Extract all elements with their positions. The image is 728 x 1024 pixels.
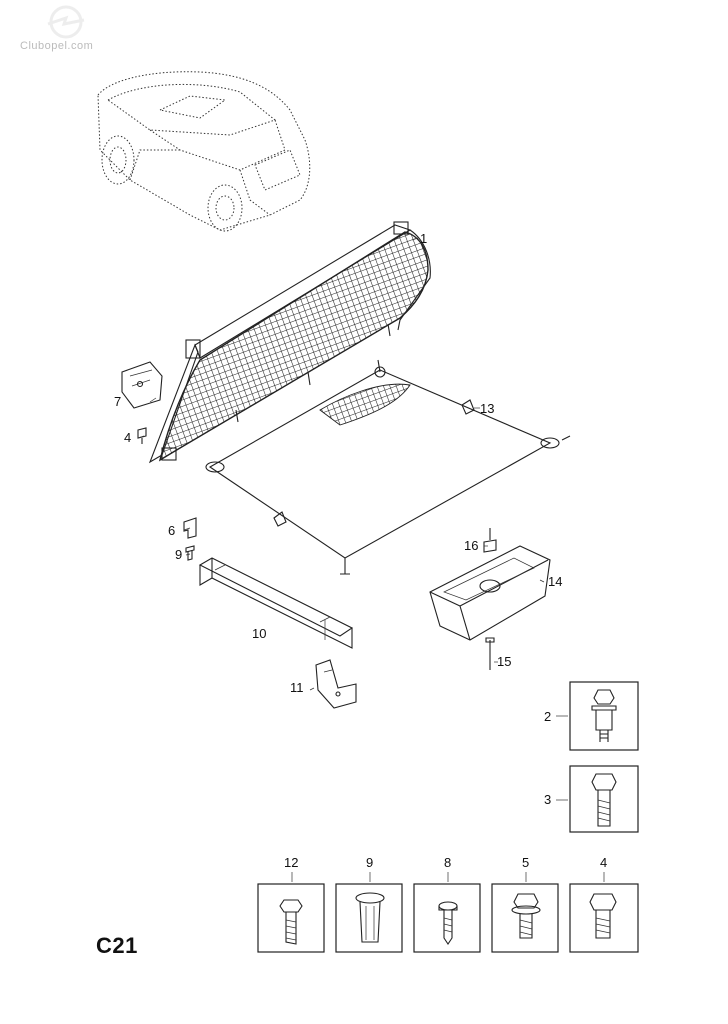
- callout-9: 9: [175, 547, 182, 562]
- fastener-box-3: 3: [544, 765, 639, 833]
- fastener-box-label: 8: [444, 855, 451, 870]
- fastener-box-2: 2: [544, 681, 639, 751]
- fastener-box-label: 5: [522, 855, 529, 870]
- fastener-box-5: 5: [491, 855, 559, 953]
- angle-bracket-part: [183, 517, 197, 539]
- hex-screw-icon: [279, 899, 303, 945]
- fastener-box-label: 3: [544, 792, 551, 807]
- long-screw-part: [485, 637, 495, 670]
- fastener-box-9: 9: [335, 855, 403, 953]
- fastener-box-12: 12: [257, 855, 325, 953]
- opel-logo-icon: [47, 5, 85, 39]
- plastic-rivet-icon: [355, 892, 385, 943]
- page-code: C21: [96, 933, 138, 958]
- barrier-latch: [185, 339, 201, 359]
- cargo-barrier-net-part: [148, 221, 431, 464]
- callout-16: 16: [464, 538, 478, 553]
- fastener-box-label: 12: [284, 855, 298, 870]
- callout-13: 13: [480, 401, 494, 416]
- callout-4: 4: [124, 430, 131, 445]
- barrier-bracket-part: [121, 361, 163, 409]
- callout-1: 1: [420, 231, 427, 246]
- callout-11: 11: [290, 680, 304, 695]
- callout-14: 14: [548, 574, 562, 589]
- fastener-box-label: 4: [600, 855, 607, 870]
- shoulder-bolt-icon: [591, 689, 617, 742]
- callout-7: 7: [114, 394, 121, 409]
- watermark-logo: [14, 2, 118, 54]
- long-hex-bolt-icon: [591, 773, 617, 827]
- fastener-box-label: 9: [366, 855, 373, 870]
- torx-screw-icon: [438, 901, 458, 945]
- fastener-box-label: 2: [544, 709, 551, 724]
- rail-bracket-part: [315, 659, 357, 709]
- rivet-part: [185, 545, 195, 561]
- callout-15: 15: [497, 654, 511, 669]
- callout-10: 10: [252, 626, 266, 641]
- leader-lines: [137, 237, 545, 691]
- clip-part: [483, 528, 497, 553]
- flange-bolt-icon: [511, 893, 541, 939]
- watermark-text: Clubopel.com: [20, 40, 94, 52]
- small-screw-part: [137, 427, 147, 444]
- fastener-box-4: 4: [569, 855, 639, 953]
- cargo-floor-net-part: [205, 359, 571, 575]
- fastener-box-8: 8: [413, 855, 481, 953]
- callout-6: 6: [168, 523, 175, 538]
- hex-bolt-icon: [589, 893, 617, 939]
- storage-tray-part: [429, 545, 551, 641]
- car-outline-illustration: [97, 71, 311, 232]
- mounting-rail-part: [198, 557, 354, 649]
